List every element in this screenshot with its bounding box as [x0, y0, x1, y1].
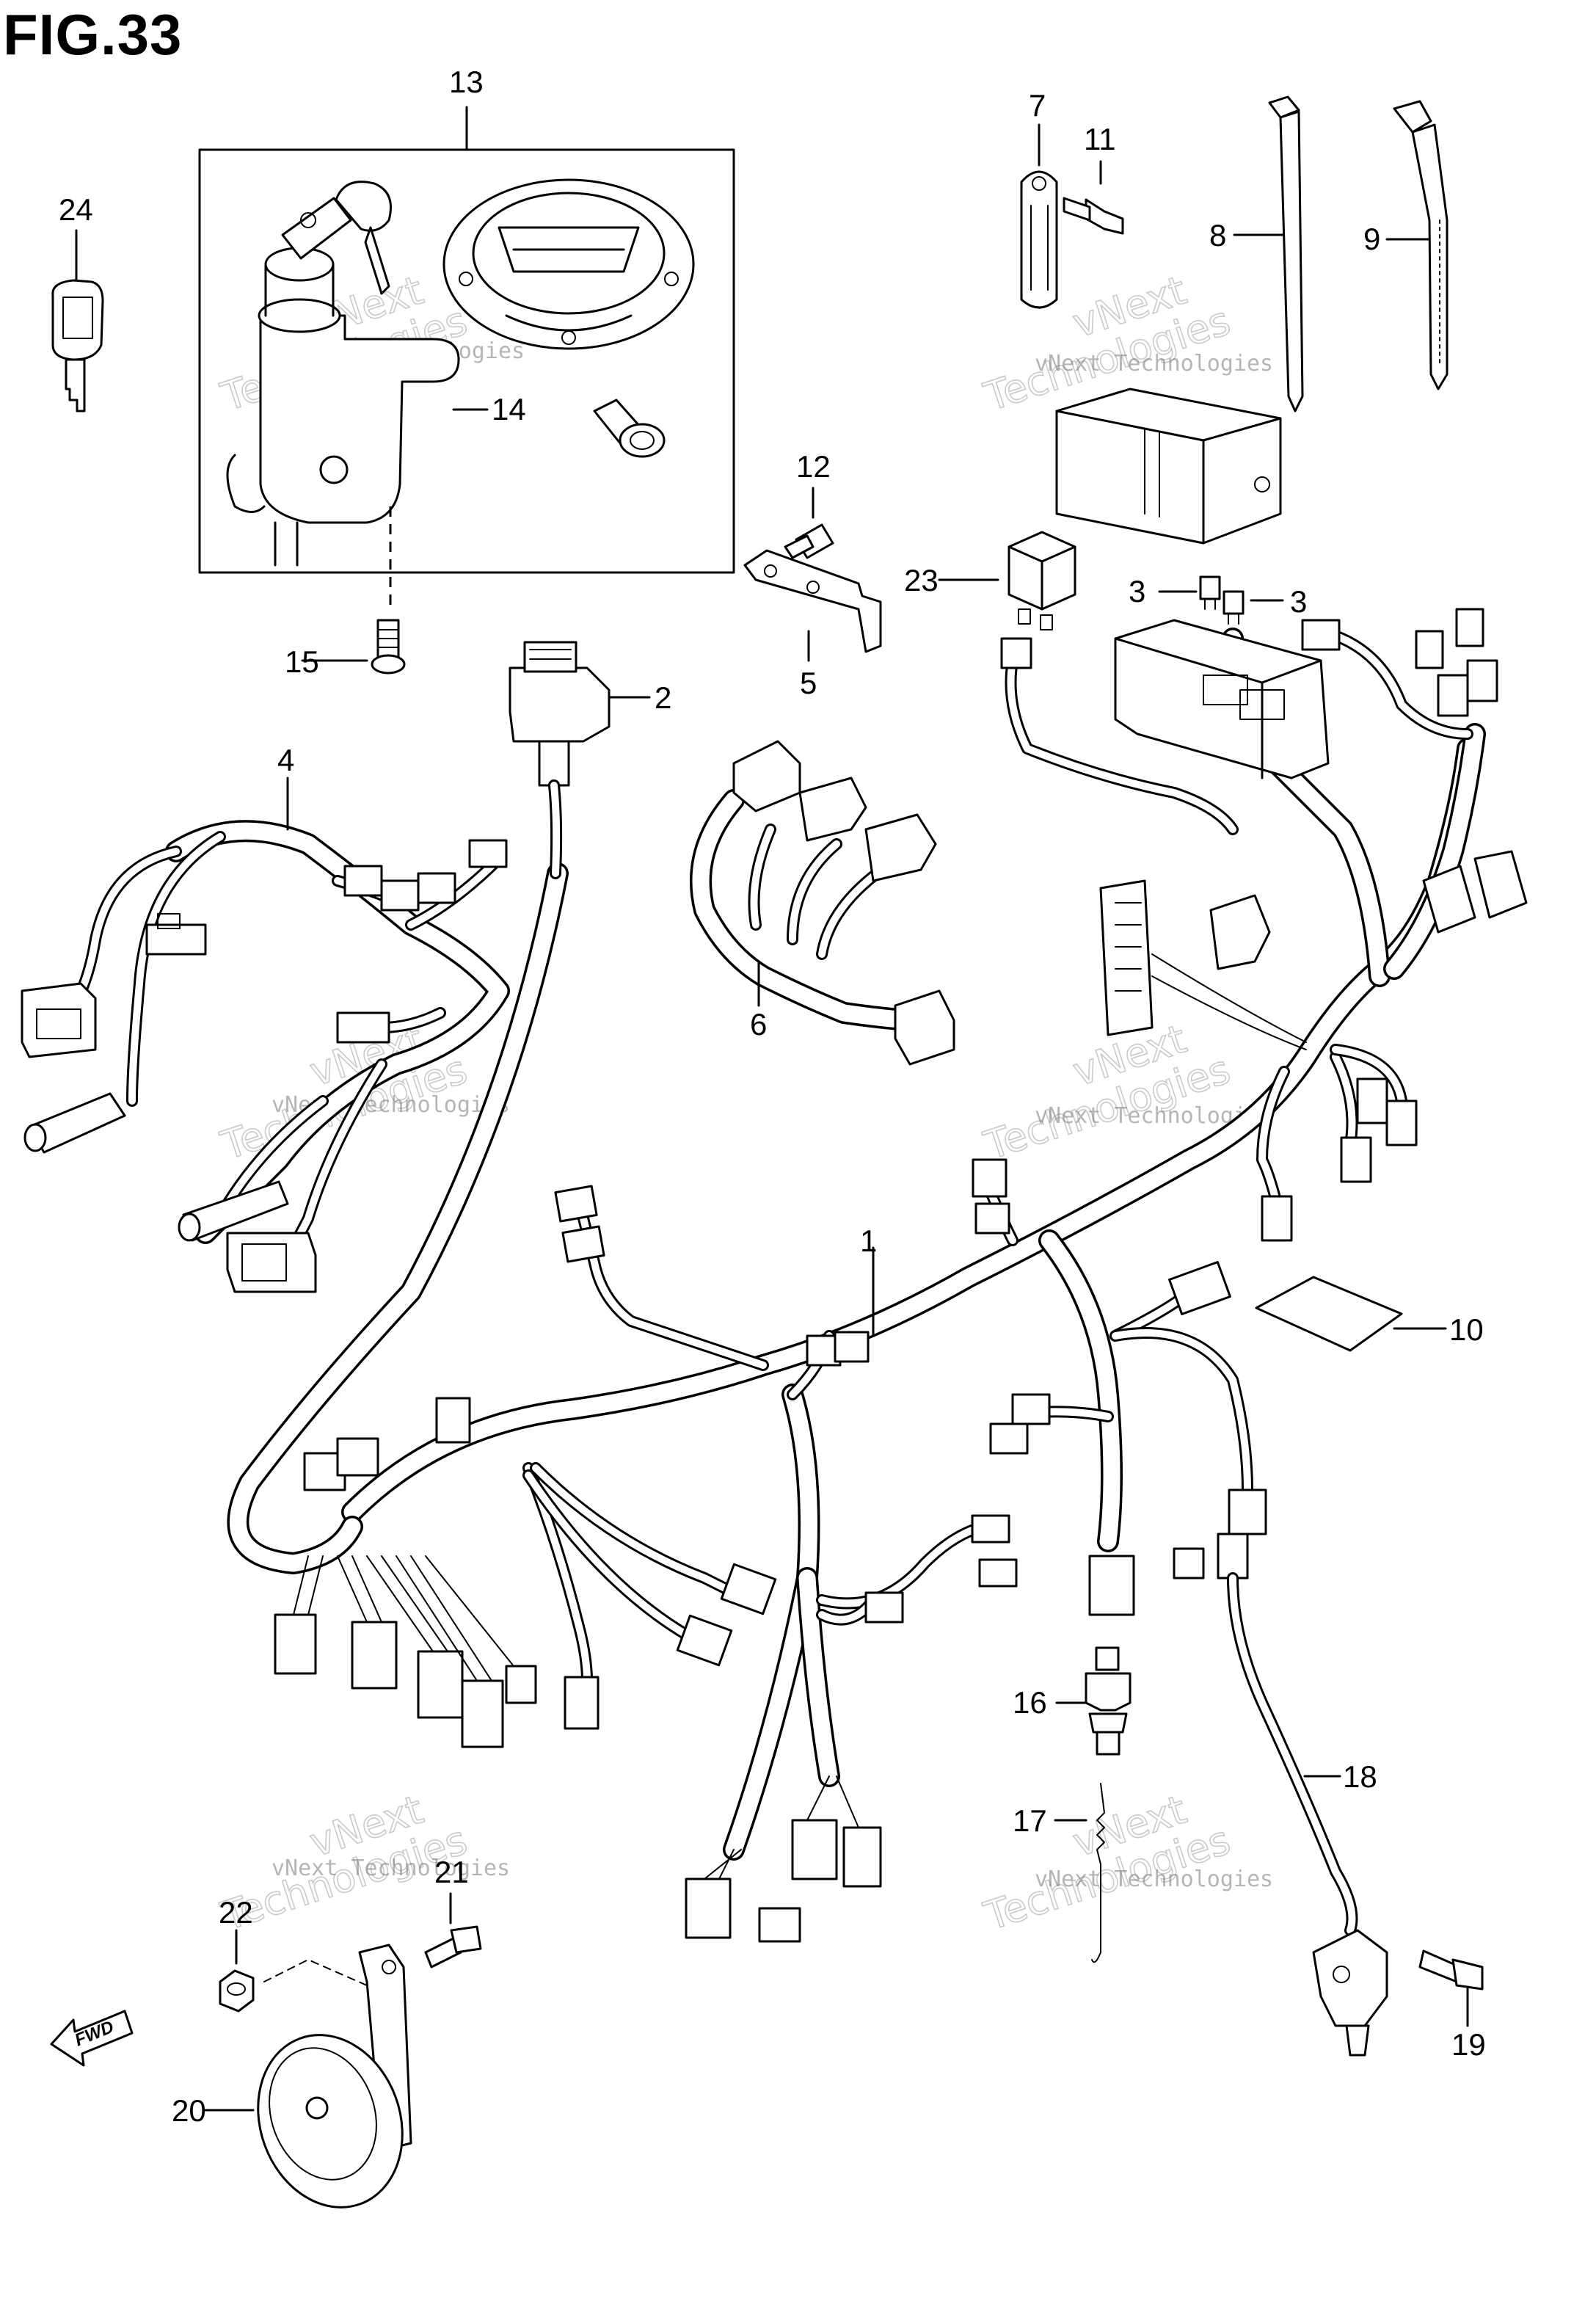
part-12-screw: [784, 487, 834, 559]
watermark-text: vNext Technologies: [272, 1855, 510, 1881]
callout-3: 3: [1290, 584, 1307, 619]
callout-3: 3: [1129, 574, 1145, 608]
callout-9: 9: [1363, 222, 1380, 256]
callout-24: 24: [59, 192, 93, 227]
callout-6: 6: [750, 1007, 767, 1042]
callout-18: 18: [1343, 1759, 1377, 1794]
part-23-relay: [938, 531, 1076, 630]
callout-14: 14: [492, 392, 526, 426]
part-3-fuses: [1158, 575, 1284, 625]
part-2-connector-lead: [509, 641, 651, 879]
part-16-switch: [1055, 1646, 1132, 1756]
callout-16: 16: [1013, 1685, 1047, 1720]
callout-13: 13: [449, 65, 484, 99]
part-22-nut: [219, 1929, 255, 2013]
callout-2: 2: [655, 680, 671, 715]
part-21-bolt: [424, 1892, 482, 1969]
watermark-text: vNext Technologies: [1035, 1866, 1273, 1892]
part-8-cable-tie: [1233, 95, 1304, 412]
callout-7: 7: [1029, 88, 1046, 123]
part-20-horn: [204, 1944, 412, 2209]
callout-8: 8: [1209, 218, 1226, 252]
fwd-arrow-icon: FWD: [50, 2010, 134, 2067]
part-15-screw: [329, 619, 406, 675]
callout-11: 11: [1084, 122, 1116, 156]
callout-1: 1: [860, 1224, 877, 1258]
callout-21: 21: [434, 1855, 469, 1889]
callout-23: 23: [904, 563, 939, 597]
callout-10: 10: [1449, 1312, 1484, 1347]
part-4-sub-harness: [21, 777, 510, 1293]
callout-5: 5: [800, 666, 817, 700]
callout-4: 4: [277, 743, 294, 777]
part-13-lock-set: [198, 106, 735, 574]
part-6-sub-harness: [690, 740, 955, 1066]
callout-22: 22: [219, 1895, 253, 1930]
callout-leaders: [301, 659, 875, 1337]
ignition-keys: [281, 181, 392, 295]
part-5-bracket: [743, 549, 882, 662]
seat-lock: [593, 399, 666, 458]
ignition-switch: [226, 247, 460, 567]
part-17-spring: [1054, 1783, 1105, 1963]
main-harness-connectors: [274, 1077, 1418, 1943]
part-19-bolt: [1418, 1949, 1484, 2027]
callout-15: 15: [285, 644, 319, 679]
part-10-label: [1255, 1276, 1447, 1352]
part-9-cable-tie: [1385, 100, 1449, 390]
fuel-cap-lock: [442, 178, 695, 350]
part-18-sensor: [1217, 1533, 1388, 2057]
callout-12: 12: [796, 449, 831, 484]
watermark-text: vNext Technologies: [1035, 351, 1273, 377]
ecu-cover: [1055, 388, 1282, 545]
callout-20: 20: [172, 2093, 206, 2128]
part-7-bracket: [1020, 123, 1058, 309]
callout-19: 19: [1451, 2027, 1486, 2062]
junction-box: [1000, 608, 1528, 1050]
part-11-bolt: [1063, 160, 1124, 235]
callout-17: 17: [1013, 1803, 1047, 1838]
callout-numbers: 1 2 3 3 4 5 6 7 8 9 10 11 12 13 14 15 16…: [59, 65, 1486, 2128]
figure-title: FIG.33: [3, 2, 183, 67]
part-24-key: [51, 229, 104, 412]
